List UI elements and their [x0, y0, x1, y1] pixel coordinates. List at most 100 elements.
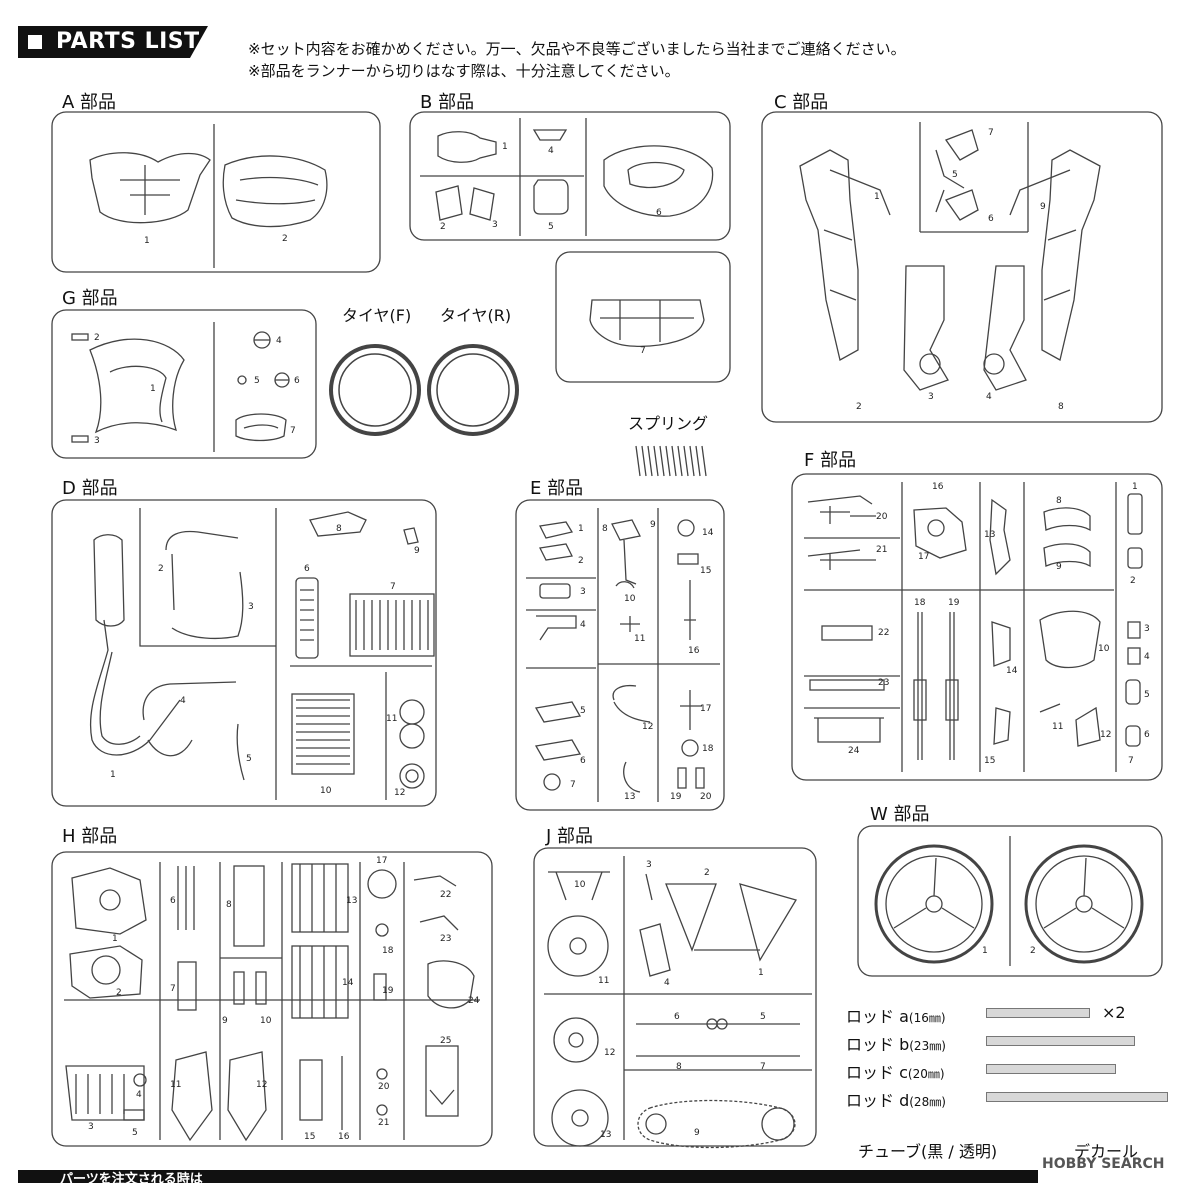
rod-c-name: ロッド c [846, 1063, 908, 1082]
part-h11: 11 [170, 1080, 182, 1090]
group-b-label: B 部品 [420, 92, 475, 113]
group-h-label: H 部品 [62, 826, 118, 847]
part-e7: 7 [570, 780, 576, 790]
part-g3: 3 [94, 436, 100, 446]
group-w-label: W 部品 [870, 804, 930, 825]
rod-c-length: (20㎜) [907, 1067, 945, 1081]
part-e17: 17 [700, 704, 712, 714]
part-h18: 18 [382, 946, 394, 956]
part-j2: 2 [704, 868, 710, 878]
footer-section-title: パーツを注文される時は [60, 1172, 203, 1187]
part-e2: 2 [578, 556, 584, 566]
rod-a-bar [986, 1008, 1090, 1018]
part-f11: 11 [1052, 722, 1064, 732]
part-h23: 23 [440, 934, 452, 944]
part-c6: 6 [988, 214, 994, 224]
part-j8: 8 [676, 1062, 682, 1072]
part-e10: 10 [624, 594, 636, 604]
runner-c-frame [761, 111, 1163, 423]
part-d12: 12 [394, 788, 406, 798]
part-f3: 3 [1144, 624, 1150, 634]
part-e16: 16 [688, 646, 700, 656]
rod-d-label: ロッド d(28㎜) [846, 1087, 946, 1111]
rod-a-label: ロッド a(16㎜) [846, 1003, 946, 1027]
part-h24: 24 [468, 996, 480, 1006]
part-h25: 25 [440, 1036, 452, 1046]
part-c7: 7 [988, 128, 994, 138]
runner-b-frame [409, 111, 731, 241]
part-a2: 2 [282, 234, 288, 244]
part-f6: 6 [1144, 730, 1150, 740]
part-j1: 1 [758, 968, 764, 978]
part-f19: 19 [948, 598, 960, 608]
part-f23: 23 [878, 678, 890, 688]
header-title: PARTS LIST [56, 29, 200, 54]
part-j12: 12 [604, 1048, 616, 1058]
runner-g-frame [51, 309, 317, 459]
runner-b-sub-frame [555, 251, 731, 383]
part-d4: 4 [180, 696, 186, 706]
part-j11: 11 [598, 976, 610, 986]
tire-front-label: タイヤ(F) [342, 306, 412, 325]
part-g7: 7 [290, 426, 296, 436]
part-d8: 8 [336, 524, 342, 534]
part-j10: 10 [574, 880, 586, 890]
part-j9: 9 [694, 1128, 700, 1138]
part-d5: 5 [246, 754, 252, 764]
part-f16: 16 [932, 482, 944, 492]
part-h21: 21 [378, 1118, 390, 1128]
rod-d-bar [986, 1092, 1168, 1102]
part-h2: 2 [116, 988, 122, 998]
part-c8: 8 [1058, 402, 1064, 412]
part-j7: 7 [760, 1062, 766, 1072]
part-c2: 2 [856, 402, 862, 412]
part-b7: 7 [640, 346, 646, 356]
part-e20: 20 [700, 792, 712, 802]
part-w1: 1 [982, 946, 988, 956]
group-d-label: D 部品 [62, 478, 118, 499]
spring-label: スプリング [628, 414, 709, 433]
part-d9: 9 [414, 546, 420, 556]
part-a1: 1 [144, 236, 150, 246]
part-c9: 9 [1040, 202, 1046, 212]
part-e3: 3 [580, 587, 586, 597]
part-e13: 13 [624, 792, 636, 802]
tube-label: チューブ(黒 / 透明) [858, 1142, 998, 1161]
part-j13: 13 [600, 1130, 612, 1140]
part-d10: 10 [320, 786, 332, 796]
part-f14: 14 [1006, 666, 1018, 676]
part-d1: 1 [110, 770, 116, 780]
watermark: HOBBY SEARCH [1042, 1156, 1165, 1172]
part-d7: 7 [390, 582, 396, 592]
part-h13: 13 [346, 896, 358, 906]
part-e8: 8 [602, 524, 608, 534]
part-d11: 11 [386, 714, 398, 724]
part-e9: 9 [650, 520, 656, 530]
part-e5: 5 [580, 706, 586, 716]
rod-b-label: ロッド b(23㎜) [846, 1031, 946, 1055]
part-b2: 2 [440, 222, 446, 232]
part-f7: 7 [1128, 756, 1134, 766]
runner-a-frame [51, 111, 381, 273]
part-g2: 2 [94, 333, 100, 343]
part-j5: 5 [760, 1012, 766, 1022]
rod-c-bar [986, 1064, 1116, 1074]
part-d6: 6 [304, 564, 310, 574]
header-banner [18, 26, 208, 58]
part-e12: 12 [642, 722, 654, 732]
part-j6: 6 [674, 1012, 680, 1022]
part-g6: 6 [294, 376, 300, 386]
part-h5: 5 [132, 1128, 138, 1138]
rod-d-name: ロッド d [846, 1091, 910, 1110]
part-b1: 1 [502, 142, 508, 152]
tire-rear-label: タイヤ(R) [440, 306, 512, 325]
part-f10: 10 [1098, 644, 1110, 654]
part-h9: 9 [222, 1016, 228, 1026]
part-b6: 6 [656, 208, 662, 218]
rod-a-length: (16㎜) [908, 1011, 946, 1025]
part-c5: 5 [952, 170, 958, 180]
decal-label: デカール [1074, 1142, 1139, 1161]
part-c3: 3 [928, 392, 934, 402]
part-h20: 20 [378, 1082, 390, 1092]
part-h7: 7 [170, 984, 176, 994]
